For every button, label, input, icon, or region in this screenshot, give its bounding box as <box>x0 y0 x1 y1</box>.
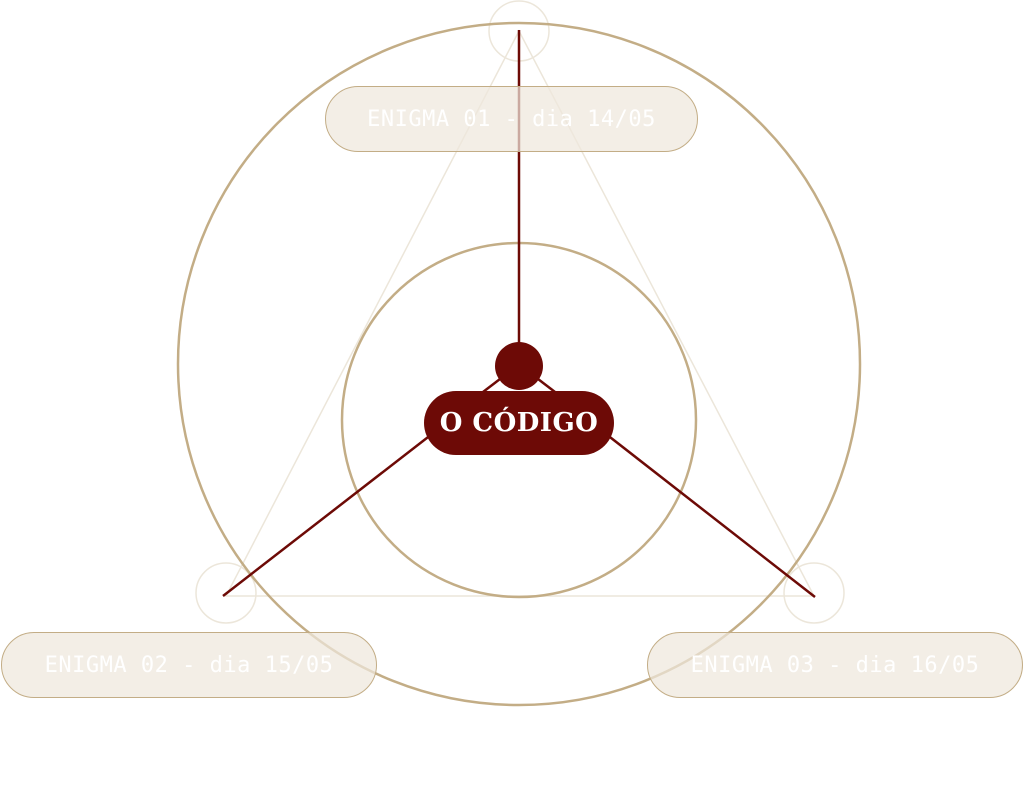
vertex-circle-right <box>783 562 845 624</box>
top-dot <box>495 342 543 390</box>
dot-link-right <box>537 378 556 393</box>
connector-right <box>605 433 816 598</box>
enigma-01-pill[interactable]: ENIGMA 01 - dia 14/05 <box>325 86 698 152</box>
enigma-03-label: ENIGMA 03 - dia 16/05 <box>690 652 980 678</box>
enigma-01-label: ENIGMA 01 - dia 14/05 <box>367 106 656 132</box>
outer-ring <box>176 21 862 707</box>
center-code-label: O CÓDIGO <box>439 408 599 438</box>
connector-left <box>222 433 433 597</box>
enigma-02-label: ENIGMA 02 - dia 15/05 <box>44 652 334 678</box>
center-code-button[interactable]: O CÓDIGO <box>424 391 614 455</box>
dot-link-left <box>482 378 501 393</box>
enigma-03-pill[interactable]: ENIGMA 03 - dia 16/05 <box>647 632 1023 698</box>
enigma-02-pill[interactable]: ENIGMA 02 - dia 15/05 <box>1 632 377 698</box>
vertex-circle-left <box>195 562 257 624</box>
